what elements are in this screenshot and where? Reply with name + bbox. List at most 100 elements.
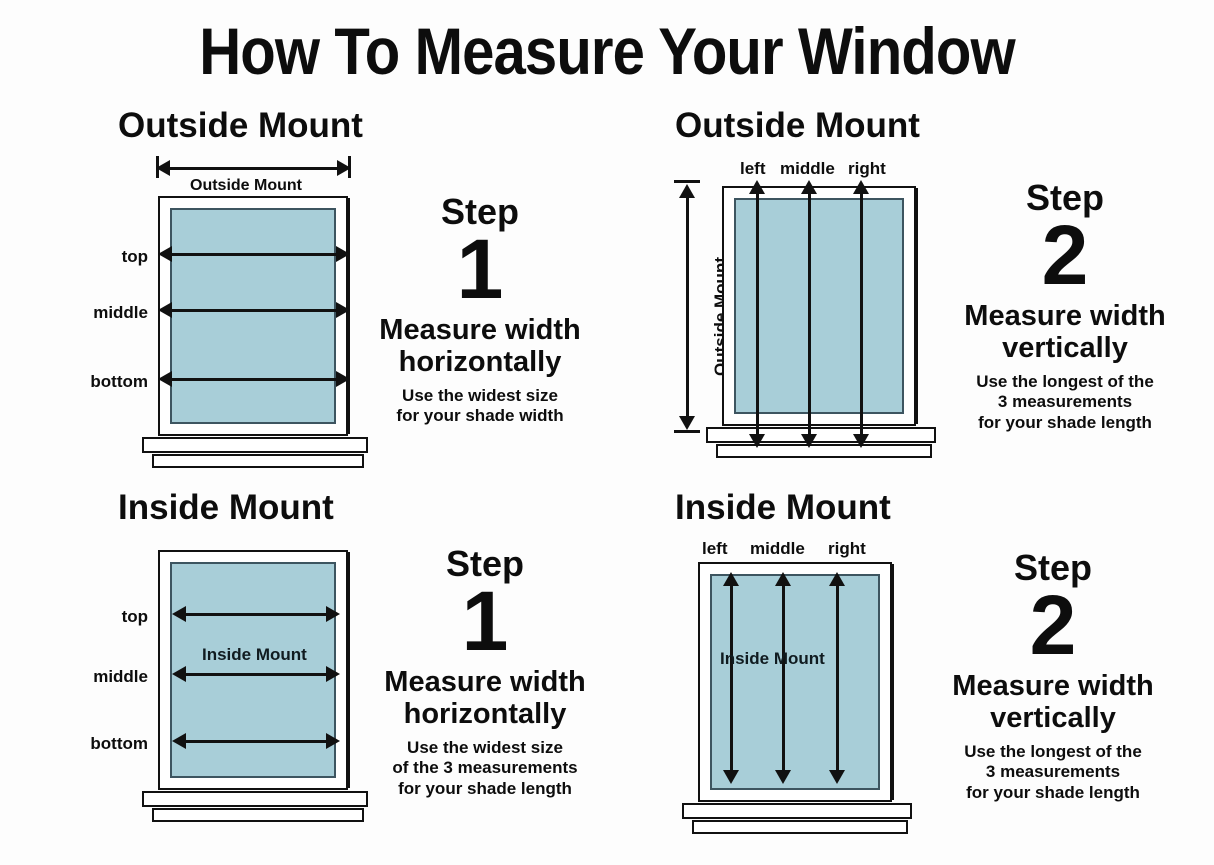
panel-heading-outside-mount: Outside Mount — [675, 106, 920, 145]
step-block: Step 2 Measure width vertically Use the … — [928, 550, 1178, 804]
row-label-bottom: bottom — [90, 734, 148, 753]
window-graphic — [682, 562, 912, 834]
row-label-top: top — [121, 607, 148, 626]
step-note-line2: for your shade width — [396, 406, 564, 426]
arrow-head-right — [336, 371, 350, 387]
arrow-shaft — [836, 580, 839, 776]
arrow-head-left — [156, 160, 170, 176]
step-word: Step — [1025, 177, 1104, 218]
window-sill-lower — [152, 454, 364, 468]
arrow-head-top — [775, 572, 791, 586]
measure-arrow-right — [852, 180, 870, 448]
arrow-shaft — [808, 188, 811, 440]
window-sill-upper — [682, 803, 912, 819]
step-word: Step — [440, 191, 519, 232]
arrow-head-top — [829, 572, 845, 586]
measure-arrow-middle — [172, 665, 340, 683]
arrow-shaft — [686, 192, 689, 422]
step-number: 2 — [1041, 208, 1089, 302]
row-label-bottom: bottom — [90, 372, 148, 391]
panel-heading-inside-mount: Inside Mount — [675, 488, 891, 527]
arrow-shaft — [164, 167, 343, 170]
arrow-shaft — [782, 580, 785, 776]
measure-arrow-left — [722, 572, 740, 784]
dimension-arrow-outside-height — [678, 184, 696, 430]
column-label-left: left — [740, 159, 766, 178]
window-graphic — [142, 196, 368, 468]
arrow-head-top — [749, 180, 765, 194]
arrow-head-right — [337, 160, 351, 176]
measure-arrow-right — [828, 572, 846, 784]
arrow-shaft — [166, 378, 342, 381]
step-word: Step — [445, 543, 524, 584]
step-instruction-line1: Measure width — [384, 665, 586, 698]
panel-outside-mount-step2: Outside Mount left middle right Outside … — [640, 108, 1200, 478]
arrow-head-right — [336, 246, 350, 262]
step-number: 2 — [1029, 578, 1077, 672]
window-graphic — [706, 186, 936, 458]
panel-outside-mount-step1: Outside Mount Outside Mount top middle b… — [60, 108, 600, 478]
step-note-line3: for your shade length — [978, 413, 1152, 433]
arrow-head-left — [172, 733, 186, 749]
page-title: How To Measure Your Window — [199, 14, 1015, 88]
measure-arrow-middle — [774, 572, 792, 784]
column-label-left: left — [702, 539, 728, 558]
arrow-shaft — [730, 580, 733, 776]
arrow-head-top — [801, 180, 817, 194]
row-label-middle: middle — [93, 667, 148, 686]
measure-arrow-left — [748, 180, 766, 448]
window-sill-upper — [142, 437, 368, 453]
column-label-right: right — [848, 159, 886, 178]
window-sill-lower — [692, 820, 908, 834]
step-instruction-line2: vertically — [1002, 332, 1128, 365]
arrow-head-bottom — [679, 416, 695, 430]
arrow-head-left — [158, 246, 172, 262]
step-word: Step — [1013, 547, 1092, 588]
arrow-head-left — [158, 302, 172, 318]
arrow-shaft — [180, 613, 332, 616]
arrow-head-top — [723, 572, 739, 586]
dimension-caption-outside-mount: Outside Mount — [190, 177, 302, 194]
window-sill-lower — [716, 444, 932, 458]
step-note-line1: Use the widest size — [407, 737, 563, 757]
window-sill-upper — [706, 427, 936, 443]
row-label-top: top — [121, 247, 148, 266]
arrow-head-bottom — [829, 770, 845, 784]
step-instruction-line1: Measure width — [952, 669, 1154, 702]
dim-tick-bottom — [674, 430, 700, 433]
arrow-head-top — [853, 180, 869, 194]
arrow-head-top — [679, 184, 695, 198]
window-glass — [710, 574, 880, 790]
arrow-head-bottom — [749, 434, 765, 448]
step-note-line2: of the 3 measurements — [392, 758, 578, 778]
panel-heading-outside-mount: Outside Mount — [118, 106, 363, 145]
dimension-arrow-outside-width — [156, 159, 351, 177]
measure-arrow-bottom — [172, 732, 340, 750]
measure-arrow-middle — [800, 180, 818, 448]
arrow-shaft — [860, 188, 863, 440]
arrow-head-left — [172, 666, 186, 682]
step-note-line2: 3 measurements — [985, 762, 1121, 782]
panel-inside-mount-step1: Inside Mount top middle bottom Insi — [60, 490, 600, 860]
arrow-head-right — [326, 733, 340, 749]
arrow-shaft — [180, 740, 332, 743]
measure-arrow-top — [172, 605, 340, 623]
measure-arrow-top — [158, 245, 350, 263]
step-note-line1: Use the longest of the — [976, 371, 1154, 391]
arrow-head-right — [326, 606, 340, 622]
window-sill-lower — [152, 808, 364, 822]
window-sill-upper — [142, 791, 368, 807]
arrow-head-bottom — [801, 434, 817, 448]
step-note-line3: for your shade length — [966, 783, 1140, 803]
arrow-head-bottom — [853, 434, 869, 448]
step-block: Step 2 Measure width vertically Use the … — [940, 180, 1190, 434]
arrow-head-left — [158, 371, 172, 387]
measure-arrow-bottom — [158, 370, 350, 388]
step-instruction-line2: horizontally — [403, 698, 567, 731]
step-instruction-line2: horizontally — [398, 346, 562, 379]
arrow-shaft — [756, 188, 759, 440]
window-glass — [734, 198, 904, 414]
step-block: Step 1 Measure width horizontally Use th… — [360, 194, 600, 427]
step-instruction-line2: vertically — [990, 702, 1116, 735]
